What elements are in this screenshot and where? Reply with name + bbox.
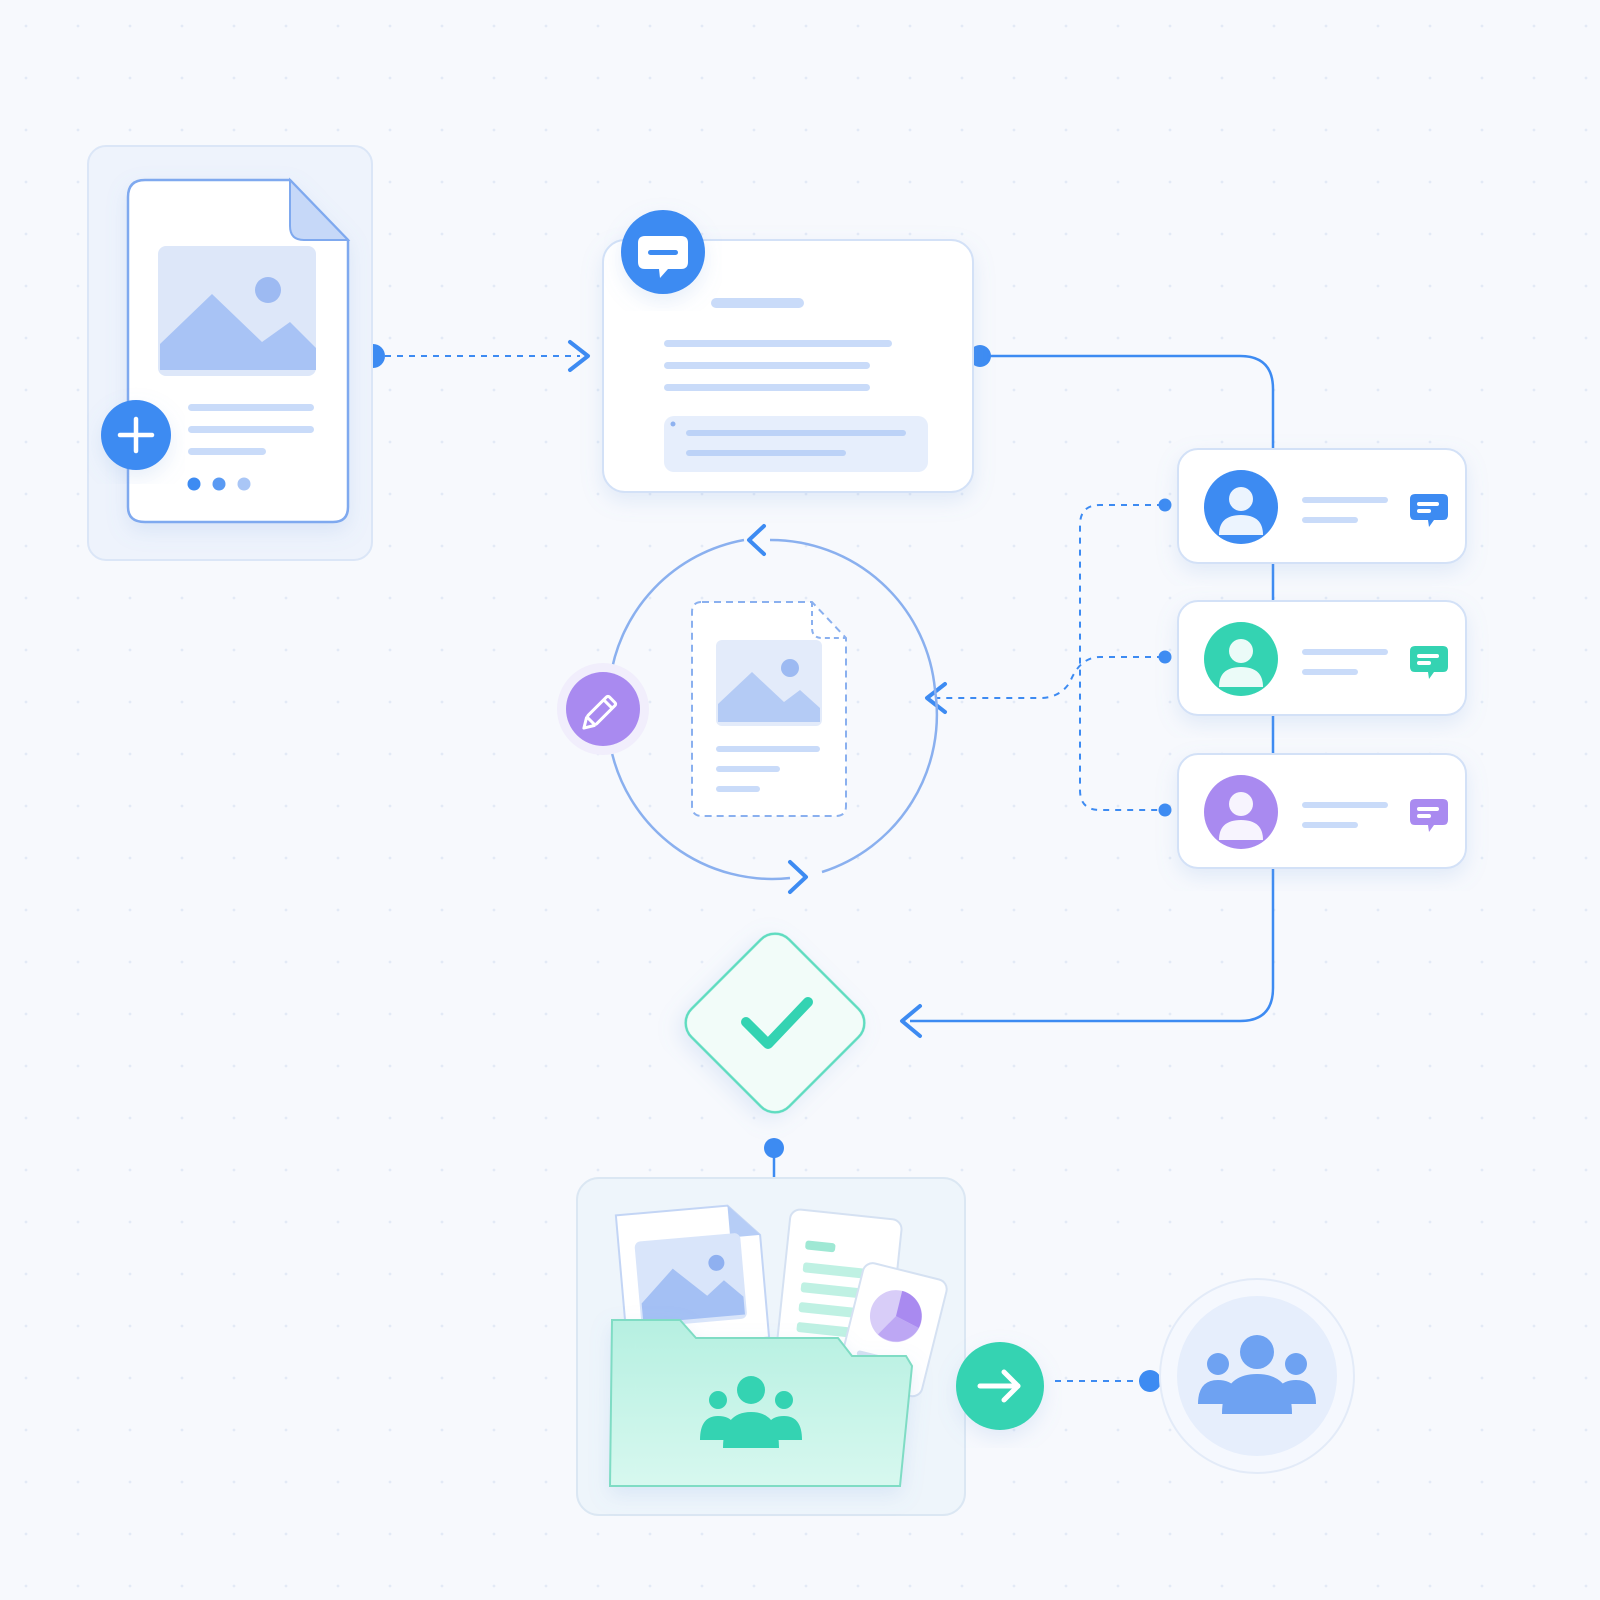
- image-document-icon: [614, 1204, 771, 1351]
- reviewer-card[interactable]: [1177, 448, 1467, 564]
- plus-icon: [117, 416, 155, 454]
- card-text-line: [664, 340, 892, 347]
- cycle-arc: [821, 689, 939, 874]
- team-node[interactable]: [1159, 1278, 1355, 1474]
- reviewer-name-placeholder: [1302, 802, 1388, 808]
- comment-button[interactable]: [621, 210, 705, 294]
- cycle-arrow-right: [788, 860, 808, 894]
- reviewer-name-placeholder: [1302, 497, 1388, 503]
- reviewer-role-placeholder: [1302, 669, 1358, 675]
- card-text-line: [664, 362, 870, 369]
- reviewer-card[interactable]: [1177, 600, 1467, 716]
- reviewer-card[interactable]: [1177, 753, 1467, 869]
- shared-folder-icon: [608, 1319, 914, 1487]
- group-icon: [700, 1376, 802, 1448]
- pencil-icon: [582, 694, 618, 730]
- edit-button[interactable]: [557, 663, 649, 755]
- card-text-line: [664, 384, 870, 391]
- user-avatar-icon: [1204, 622, 1278, 696]
- cycle-arrow-left: [747, 524, 766, 556]
- comment-bullet: [670, 421, 676, 427]
- share-button[interactable]: [956, 1342, 1044, 1430]
- reviewer-list: [1177, 448, 1467, 869]
- revision-cycle-node: [557, 524, 939, 894]
- cycle-arc: [608, 743, 791, 881]
- comment-box: [664, 416, 928, 472]
- chat-bubble-icon[interactable]: [1410, 799, 1448, 832]
- comment-line: [686, 450, 846, 456]
- image-document-icon: [126, 177, 351, 524]
- upload-document-node[interactable]: [87, 145, 373, 561]
- connector-reviewers-to-revision: [925, 498, 1172, 817]
- group-icon: [1198, 1335, 1316, 1414]
- reviewer-role-placeholder: [1302, 517, 1358, 523]
- approve-button[interactable]: [677, 925, 872, 1120]
- draft-document-icon: [691, 601, 847, 817]
- user-avatar-icon: [1204, 775, 1278, 849]
- comment-line: [686, 430, 906, 436]
- arrow-right-icon: [977, 1369, 1021, 1403]
- user-avatar-icon: [1204, 470, 1278, 544]
- checkmark-icon: [741, 997, 813, 1049]
- add-button[interactable]: [101, 400, 171, 470]
- comment-card-node[interactable]: [602, 210, 974, 493]
- cycle-arc: [608, 538, 745, 681]
- card-title-placeholder: [711, 298, 804, 308]
- shared-folder-node[interactable]: [576, 1177, 966, 1516]
- cycle-arc: [769, 538, 937, 691]
- chat-bubble-icon[interactable]: [1410, 494, 1448, 527]
- chat-bubble-icon: [638, 236, 688, 278]
- reviewer-role-placeholder: [1302, 822, 1358, 828]
- reviewer-name-placeholder: [1302, 649, 1388, 655]
- chat-bubble-icon[interactable]: [1410, 646, 1448, 679]
- connector-share-to-team: [1055, 1370, 1161, 1392]
